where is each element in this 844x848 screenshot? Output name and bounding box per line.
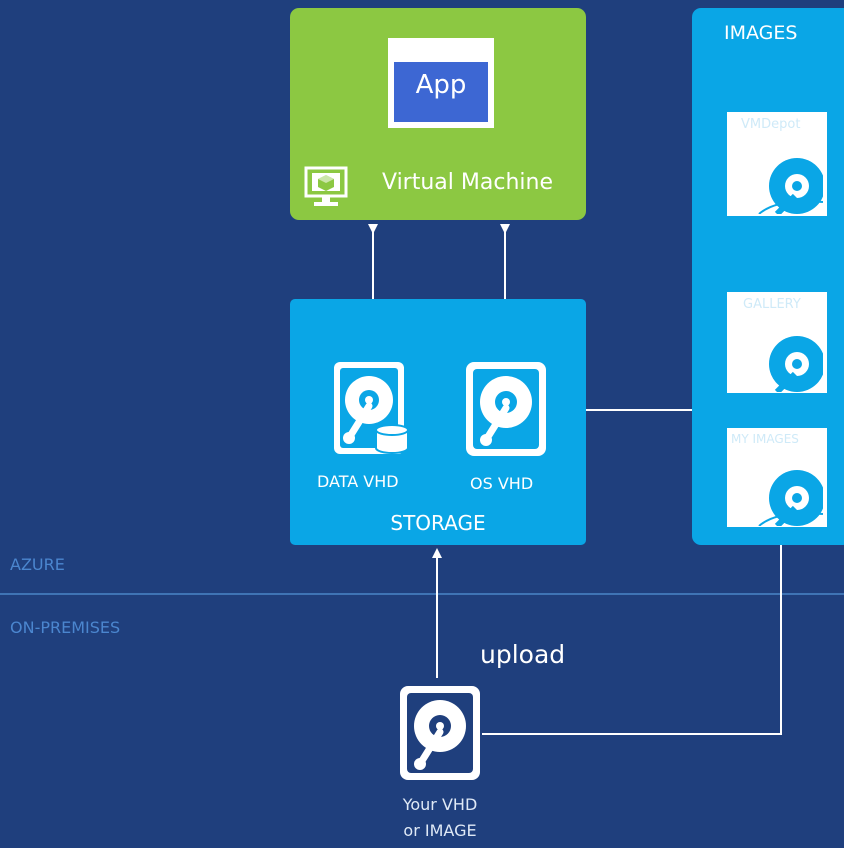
your-vhd-icon xyxy=(400,686,480,780)
upload-to-images-arrow xyxy=(482,532,786,735)
vm-title: Virtual Machine xyxy=(382,170,553,195)
my-images-disk-icon xyxy=(758,470,823,526)
my-images-label: MY IMAGES xyxy=(731,432,799,446)
gallery-label: GALLERY xyxy=(743,297,801,312)
app-panel xyxy=(394,62,488,122)
os-vhd-icon xyxy=(466,362,546,456)
source-label-line2: or IMAGE xyxy=(403,821,477,840)
image-card-gallery: GALLERY xyxy=(727,292,827,393)
upload-label: upload xyxy=(480,640,566,669)
images-title: IMAGES xyxy=(724,22,798,44)
image-card-vmdepot: VMDepot xyxy=(727,112,827,216)
azure-zone-label: AZURE xyxy=(10,555,65,574)
on-premises-zone-label: ON-PREMISES xyxy=(10,618,121,637)
app-label: App xyxy=(415,70,467,100)
storage-title: STORAGE xyxy=(390,511,486,535)
data-vhd-icon xyxy=(334,362,409,454)
source-label-line1: Your VHD xyxy=(402,795,478,814)
vmdepot-label: VMDepot xyxy=(741,117,801,132)
os-vhd-label: OS VHD xyxy=(470,474,534,493)
data-vhd-label: DATA VHD xyxy=(317,472,399,491)
image-card-my-images: MY IMAGES xyxy=(727,428,827,527)
vm-monitor-icon xyxy=(304,166,348,206)
vmdepot-disk-icon xyxy=(758,158,823,214)
gallery-disk-icon xyxy=(769,336,823,392)
